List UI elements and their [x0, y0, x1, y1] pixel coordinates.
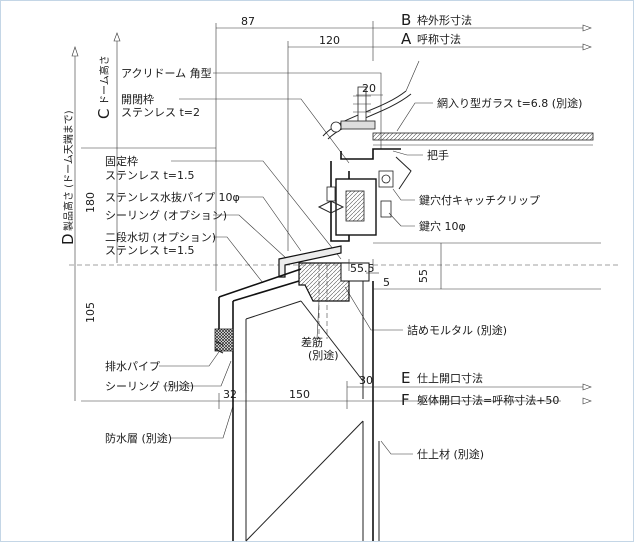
- label-sealing-opt: シーリング (オプション): [105, 208, 227, 222]
- label-open-frame: 開閉枠: [121, 92, 154, 106]
- dim-20: 20: [362, 82, 376, 95]
- dim-55-5: 55.5: [350, 262, 375, 275]
- label-sealing-sep: シーリング (別途): [105, 379, 194, 393]
- callout-F-letter: F: [401, 391, 410, 409]
- callout-B-text: 枠外形寸法: [417, 13, 472, 27]
- wing-nut: [317, 186, 345, 214]
- callout-E-text: 仕上開口寸法: [417, 371, 483, 385]
- label-keyhole: 鍵穴 10φ: [419, 219, 466, 233]
- dimension-lines-top: [215, 21, 592, 291]
- label-handle: 把手: [427, 148, 449, 162]
- label-double-flash-mat: ステンレス t=1.5: [105, 244, 195, 257]
- callout-C: C ドーム高さ: [95, 55, 113, 119]
- dim-32: 32: [223, 388, 237, 401]
- open-frame: [330, 148, 401, 242]
- label-acryl-dome: アクリドーム 角型: [121, 66, 212, 80]
- callout-E: E 仕上開口寸法: [401, 369, 483, 387]
- callout-F-text: 躯体開口寸法=呼称寸法+50: [417, 393, 559, 407]
- dim-180: 180: [84, 192, 97, 213]
- label-waterproof: 防水層 (別途): [105, 431, 172, 445]
- callout-F: F 躯体開口寸法=呼称寸法+50: [401, 391, 559, 409]
- callout-A: A 呼称寸法: [401, 30, 461, 48]
- catch-clip: [378, 156, 412, 218]
- label-drain: 排水パイプ: [105, 359, 160, 373]
- callout-A-letter: A: [401, 30, 412, 48]
- callout-D-text: 製品高さ (ドーム天端まで): [62, 110, 75, 231]
- callout-A-text: 呼称寸法: [417, 32, 461, 46]
- dim-5: 5: [383, 276, 390, 289]
- label-finish-mat: 仕上材 (別途): [417, 447, 484, 461]
- label-wired-glass: 網入り型ガラス t=6.8 (別途): [437, 96, 582, 110]
- handle-assembly: [330, 86, 376, 133]
- label-fixed-frame-mat: ステンレス t=1.5: [105, 169, 195, 182]
- drain-pipe-outlet: [214, 340, 224, 354]
- dim-150: 150: [289, 388, 310, 401]
- dimension-lines-right: [348, 242, 601, 290]
- label-open-frame-mat: ステンレス t=2: [121, 106, 200, 119]
- leader-lines-left: [159, 72, 382, 439]
- label-double-flash: 二段水切 (オプション): [105, 230, 216, 244]
- label-rebar-sep: (別途): [308, 348, 339, 362]
- dim-55: 55: [417, 269, 430, 283]
- label-catch-clip: 鍵穴付キャッチクリップ: [419, 193, 540, 207]
- wired-glass: [372, 132, 594, 146]
- callout-D: D 製品高さ (ドーム天端まで): [59, 110, 77, 245]
- callout-C-text: ドーム高さ: [98, 55, 111, 105]
- callout-B-letter: B: [401, 11, 411, 29]
- dim-30: 30: [359, 374, 373, 387]
- callout-D-letter: D: [59, 233, 77, 245]
- dim-105: 105: [84, 302, 97, 323]
- callout-C-letter: C: [95, 109, 113, 119]
- dimension-lines-bottom: [218, 381, 592, 409]
- callout-B: B 枠外形寸法: [401, 11, 472, 29]
- sealing-bead: [214, 328, 234, 352]
- label-mortar: 詰めモルタル (別途): [407, 323, 507, 337]
- label-drain-pipe: ステンレス水抜パイプ 10φ: [105, 190, 240, 204]
- leader-lines-right: [316, 102, 433, 455]
- callout-E-letter: E: [401, 369, 410, 387]
- dim-87: 87: [241, 15, 255, 28]
- curb-structure: [218, 262, 380, 542]
- label-rebar: 差筋: [301, 335, 323, 349]
- dim-120: 120: [319, 34, 340, 47]
- label-fixed-frame: 固定枠: [105, 154, 138, 168]
